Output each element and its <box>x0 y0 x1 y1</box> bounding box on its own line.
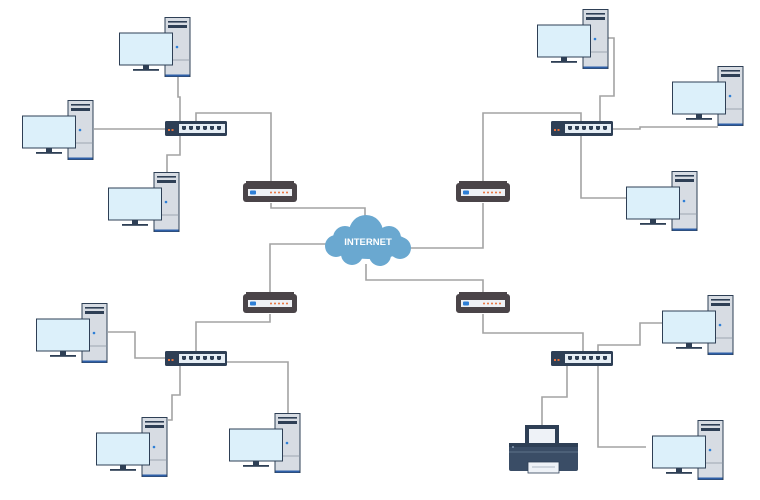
computer-icon <box>652 420 724 480</box>
network-cables <box>94 37 718 448</box>
cable <box>195 112 272 181</box>
internet-label: INTERNET <box>344 237 392 248</box>
computer-icon <box>626 171 698 231</box>
cable <box>580 136 626 199</box>
computer-icon <box>22 100 94 160</box>
cable <box>195 314 271 351</box>
cable <box>597 322 662 351</box>
cable <box>482 112 582 181</box>
cable <box>599 37 615 121</box>
computer-icon <box>229 413 301 473</box>
switch-icon <box>551 121 613 136</box>
computer-icon <box>108 172 180 232</box>
router-icon <box>243 181 297 202</box>
cable <box>541 366 568 425</box>
switch-icon <box>165 121 227 136</box>
router-icon <box>456 292 510 313</box>
cable <box>209 361 289 413</box>
computer-icon <box>672 66 744 126</box>
cable <box>166 136 181 172</box>
cable <box>168 366 181 421</box>
cable <box>270 203 366 222</box>
cable <box>482 314 584 351</box>
cable <box>613 126 718 130</box>
router-icon <box>243 292 297 313</box>
cable <box>405 203 484 249</box>
internet-cloud: INTERNET <box>325 215 411 266</box>
cloud-icon <box>325 215 411 266</box>
computer-icon <box>662 295 734 355</box>
computer-icon <box>537 9 609 69</box>
printer-icon <box>509 425 578 474</box>
cable <box>269 243 330 292</box>
computer-icon <box>36 303 108 363</box>
switch-icon <box>551 351 613 366</box>
cable <box>177 77 181 121</box>
switch-icon <box>165 351 227 366</box>
computer-icon <box>96 417 168 477</box>
cable <box>108 331 165 359</box>
cable <box>597 366 646 448</box>
router-icon <box>456 181 510 202</box>
computer-icon <box>119 17 191 77</box>
cable <box>365 264 484 292</box>
